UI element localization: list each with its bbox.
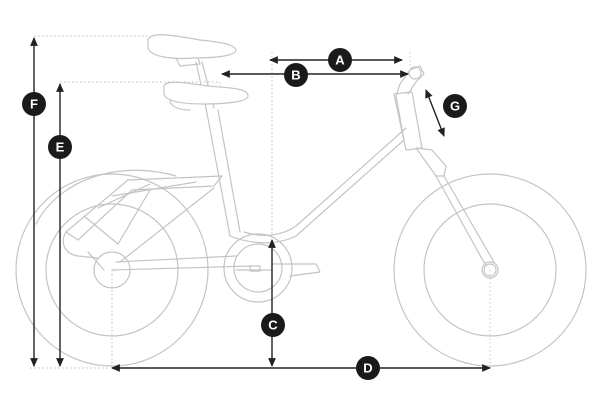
badge-e: E	[48, 135, 72, 159]
badge-f: F	[22, 92, 46, 116]
saddle-lower	[163, 81, 249, 105]
badge-e-label: E	[56, 140, 65, 155]
motor	[223, 233, 321, 303]
badge-b: B	[284, 63, 308, 87]
handlebar	[395, 65, 425, 97]
badge-d-label: D	[363, 361, 372, 376]
badge-f-label: F	[30, 97, 38, 112]
bike-drawing	[15, 34, 587, 367]
badge-a-label: A	[335, 53, 345, 68]
badge-d: D	[356, 356, 380, 380]
rear-fender	[35, 169, 177, 225]
badge-g: G	[443, 94, 467, 118]
badge-g-label: G	[450, 99, 460, 114]
fork	[415, 147, 497, 277]
badge-a: A	[328, 48, 352, 72]
rear-rack	[62, 175, 223, 271]
dimension-g-line	[425, 89, 445, 137]
saddles	[147, 34, 249, 111]
reference-guides	[30, 35, 491, 369]
badge-c-label: C	[268, 318, 278, 333]
badge-b-label: B	[291, 68, 300, 83]
badge-c: C	[261, 313, 285, 337]
frame	[111, 91, 423, 271]
dimension-badges: A B C D E F G	[22, 48, 467, 380]
saddle-upper	[147, 34, 237, 60]
